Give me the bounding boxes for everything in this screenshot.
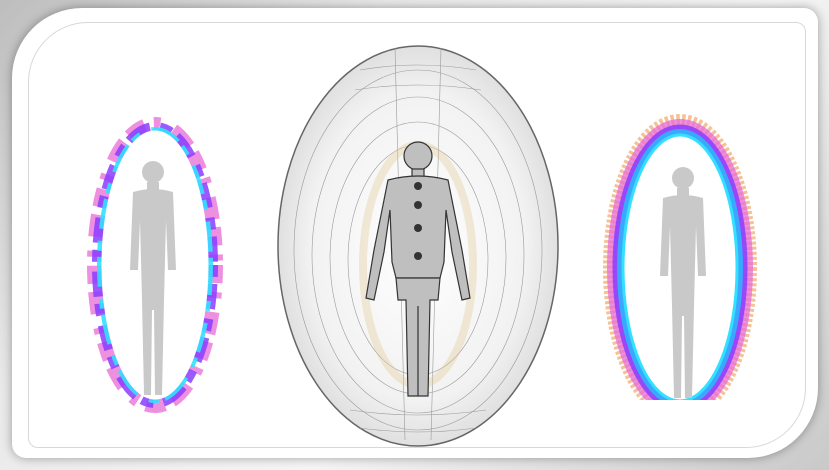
right-silhouette [660,167,706,398]
center-aura-panel [278,46,558,446]
left-aura-panel [95,125,215,405]
right-aura-panel [600,123,760,440]
left-silhouette [130,161,176,395]
